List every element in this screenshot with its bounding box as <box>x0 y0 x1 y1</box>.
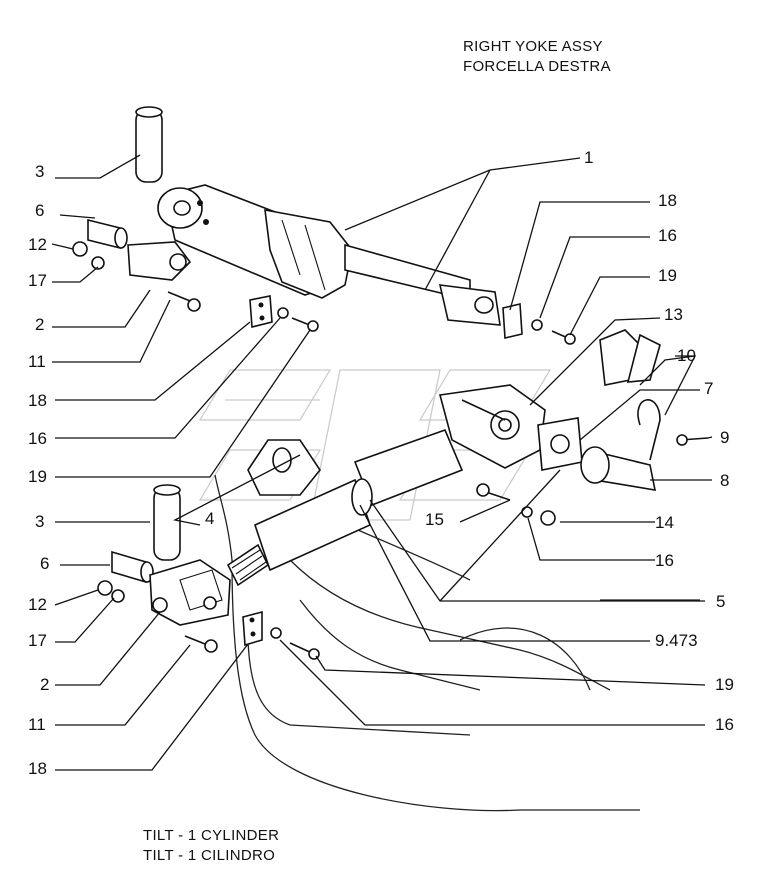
leader-lines <box>51 154 713 771</box>
footer-title-en: TILT - 1 CYLINDER <box>143 827 280 844</box>
callout-17-upper: 17 <box>28 271 47 290</box>
footer-title-it: TILT - 1 CILINDRO <box>143 847 276 864</box>
callout-5: 5 <box>716 592 725 611</box>
lower-cylinder-assembly <box>226 329 709 587</box>
callout-12-upper: 12 <box>28 235 47 254</box>
callout-1: 1 <box>584 148 593 167</box>
header-caption: RIGHT YOKE ASSY FORCELLA DESTRA <box>463 37 611 77</box>
callout-12-lower: 12 <box>28 595 47 614</box>
callout-2-upper: 2 <box>35 315 44 334</box>
upper-small-parts <box>72 106 576 345</box>
callout-19-lower: 19 <box>715 675 734 694</box>
callout-3-upper: 3 <box>35 162 44 181</box>
callout-6-lower: 6 <box>40 554 49 573</box>
callout-9-473: 9.473 <box>655 631 698 650</box>
callout-16-upper-right: 16 <box>658 226 677 245</box>
callout-18-lower: 18 <box>28 759 47 778</box>
callout-8: 8 <box>720 471 729 490</box>
callout-19-upper-right: 19 <box>658 266 677 285</box>
callout-13: 13 <box>664 305 683 324</box>
callout-18-upper-left: 18 <box>28 391 47 410</box>
callout-11-upper: 11 <box>28 352 46 371</box>
callout-7: 7 <box>704 379 713 398</box>
callout-labels: 1 3 6 12 17 2 11 18 16 19 18 16 19 13 10… <box>28 148 734 778</box>
upper-cylinder-assembly <box>157 184 501 326</box>
callout-6-upper: 6 <box>35 201 44 220</box>
callout-2-lower: 2 <box>40 675 49 694</box>
callout-11-lower: 11 <box>28 715 46 734</box>
callout-18-upper-right: 18 <box>658 191 677 210</box>
callout-4: 4 <box>205 509 214 528</box>
callout-16-upper-left: 16 <box>28 429 47 448</box>
callout-14: 14 <box>655 513 674 532</box>
callout-17-lower: 17 <box>28 631 47 650</box>
header-title-en: RIGHT YOKE ASSY <box>463 38 603 55</box>
callout-16-lower: 16 <box>715 715 734 734</box>
footer-caption: TILT - 1 CYLINDER TILT - 1 CILINDRO <box>143 826 279 866</box>
callout-10: 10 <box>677 346 696 365</box>
header-title-it: FORCELLA DESTRA <box>463 58 611 75</box>
callout-15: 15 <box>425 510 444 529</box>
callout-3-lower: 3 <box>35 512 44 531</box>
callout-16-mid: 16 <box>655 551 674 570</box>
callout-19-upper-left: 19 <box>28 467 47 486</box>
callout-9: 9 <box>720 428 729 447</box>
tractor-body-outline <box>214 474 700 812</box>
